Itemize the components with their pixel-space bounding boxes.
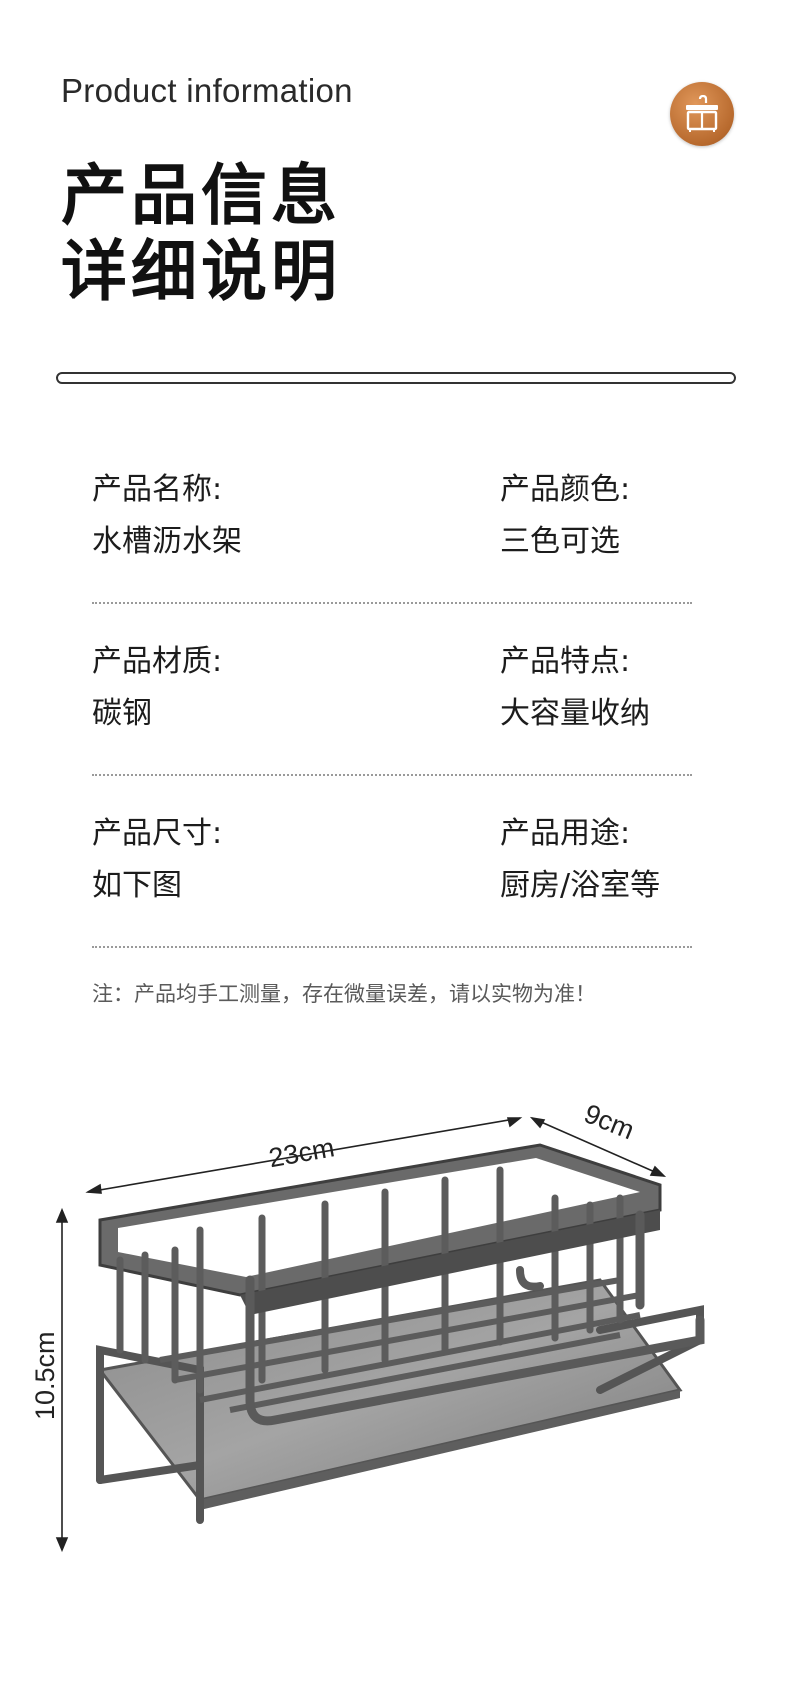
info-label: 产品颜色: bbox=[500, 472, 631, 507]
info-cell-feature: 产品特点: 大容量收纳 bbox=[500, 642, 650, 734]
info-label: 产品尺寸: bbox=[92, 816, 223, 851]
height-label: 10.5cm bbox=[30, 1331, 60, 1420]
basket bbox=[98, 1143, 705, 1426]
width-dimension bbox=[529, 1116, 667, 1177]
brand-logo bbox=[670, 82, 734, 146]
info-value: 如下图 bbox=[92, 868, 182, 903]
info-cell-name: 产品名称: 水槽沥水架 bbox=[92, 470, 242, 562]
product-diagram: 23cm 9cm 10.5cm bbox=[30, 1098, 705, 1553]
info-cell-color: 产品颜色: 三色可选 bbox=[500, 470, 630, 562]
header-divider bbox=[56, 372, 736, 384]
title-line-1: 产品信息 bbox=[61, 157, 341, 234]
dotted-divider bbox=[92, 774, 692, 776]
info-label: 产品用途: bbox=[500, 816, 631, 851]
measurement-note: 注：产品均手工测量，存在微量误差，请以实物为准！ bbox=[92, 982, 596, 1006]
info-label: 产品材质: bbox=[92, 644, 223, 679]
title-line-2: 详细说明 bbox=[61, 233, 341, 310]
dotted-divider bbox=[92, 946, 692, 948]
info-label: 产品特点: bbox=[500, 644, 631, 679]
sink-icon bbox=[686, 95, 718, 132]
info-row-2: 产品材质: 碳钢 产品特点: 大容量收纳 bbox=[92, 642, 692, 792]
info-label: 产品名称: bbox=[92, 472, 223, 507]
info-row-3: 产品尺寸: 如下图 产品用途: 厨房/浴室等 bbox=[92, 814, 692, 964]
page-title: 产品信息 详细说明 bbox=[61, 158, 341, 310]
info-cell-usage: 产品用途: 厨房/浴室等 bbox=[500, 814, 660, 906]
info-cell-material: 产品材质: 碳钢 bbox=[92, 642, 222, 734]
info-value: 大容量收纳 bbox=[500, 696, 650, 731]
info-value: 水槽沥水架 bbox=[92, 524, 242, 559]
english-title: Product information bbox=[61, 72, 353, 109]
dotted-divider bbox=[92, 602, 692, 604]
info-value: 碳钢 bbox=[92, 696, 152, 731]
info-row-1: 产品名称: 水槽沥水架 产品颜色: 三色可选 bbox=[92, 470, 692, 620]
info-value: 三色可选 bbox=[500, 524, 620, 559]
height-dimension bbox=[55, 1207, 69, 1553]
length-dimension bbox=[85, 1117, 523, 1194]
info-value: 厨房/浴室等 bbox=[500, 868, 661, 903]
length-label: 23cm bbox=[266, 1132, 336, 1173]
info-cell-size: 产品尺寸: 如下图 bbox=[92, 814, 222, 906]
width-label: 9cm bbox=[580, 1098, 639, 1145]
